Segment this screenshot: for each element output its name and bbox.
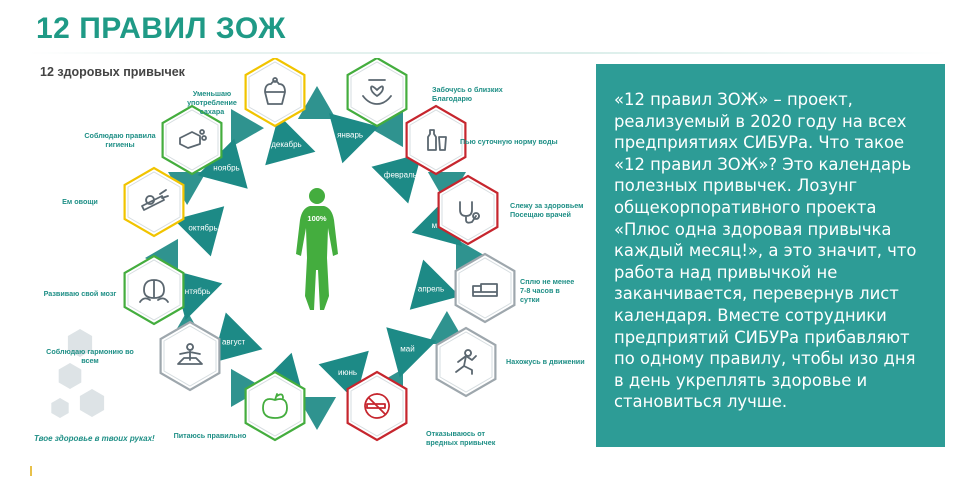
- month-triangle: [265, 115, 316, 166]
- habit-label: Питаюсь правильно: [174, 431, 247, 440]
- handwash-icon: [179, 129, 207, 149]
- habit-label: Ем овощи: [62, 197, 98, 206]
- no-smoking-icon: [364, 393, 390, 419]
- slide-title: 12 ПРАВИЛ ЗОЖ: [36, 12, 286, 45]
- ring-triangle: [231, 109, 264, 148]
- ring-triangle: [370, 109, 403, 148]
- water-bottle-icon: [427, 129, 447, 151]
- habit-item: Ем овощи: [62, 166, 185, 238]
- cupcake-icon: [264, 77, 286, 105]
- bed-icon: [472, 283, 498, 297]
- month-triangle: [197, 138, 248, 189]
- runner-icon: [455, 349, 477, 375]
- ring-triangle: [297, 86, 337, 119]
- title-underline: [28, 52, 948, 54]
- month-triangle: [212, 312, 263, 363]
- habit-item: Питаюсь правильно: [174, 370, 306, 442]
- habit-label: Пью суточную норму воды: [460, 137, 558, 146]
- decorative-hexagons: [51, 329, 105, 418]
- infographic-footer: Твое здоровье в твоих руках!: [34, 434, 155, 443]
- habit-label: Развиваю свой мозг: [44, 289, 117, 298]
- ring-triangle: [168, 172, 207, 205]
- habit-item: Пью суточную норму воды: [405, 104, 558, 176]
- habit-item: Нахожусь в движении: [435, 326, 585, 398]
- month-label: февраль: [384, 171, 417, 180]
- brain-icon: [139, 279, 169, 303]
- habit-label: Нахожусь в движении: [506, 357, 585, 366]
- month-triangle: [371, 153, 422, 204]
- month-label: апрель: [418, 285, 444, 294]
- month-triangle: [174, 206, 225, 257]
- month-label: октябрь: [188, 224, 217, 233]
- habits-infographic: 12 здоровых привычек январьфевральмартап…: [34, 58, 585, 447]
- infographic-heading: 12 здоровых привычек: [40, 65, 186, 79]
- month-label: декабрь: [271, 140, 301, 149]
- month-label: ноябрь: [213, 164, 239, 173]
- month-triangle: [172, 269, 223, 321]
- month-label: январь: [337, 130, 363, 139]
- meditation-icon: [177, 343, 203, 365]
- apple-icon: [262, 393, 288, 419]
- month-label: август: [222, 337, 246, 346]
- care-hands-icon: [362, 79, 392, 105]
- human-figure-icon: 100%: [296, 188, 338, 310]
- month-label: май: [400, 345, 414, 354]
- ring-triangle: [297, 397, 337, 430]
- vegetables-icon: [141, 189, 169, 211]
- description-text: «12 правил ЗОЖ» – проект, реализуемый в …: [614, 90, 917, 412]
- month-label: сентябрь: [176, 287, 210, 296]
- stethoscope-icon: [459, 201, 480, 224]
- month-triangle: [386, 327, 437, 378]
- month-label: июнь: [338, 368, 357, 377]
- description-panel: «12 правил ЗОЖ» – проект, реализуемый в …: [596, 64, 945, 447]
- slide-corner-mark: [30, 466, 32, 476]
- month-triangle: [328, 113, 380, 164]
- habit-item: Развиваю свой мозг: [44, 254, 185, 326]
- month-triangle: [409, 259, 460, 310]
- center-percent-label: 100%: [307, 214, 327, 223]
